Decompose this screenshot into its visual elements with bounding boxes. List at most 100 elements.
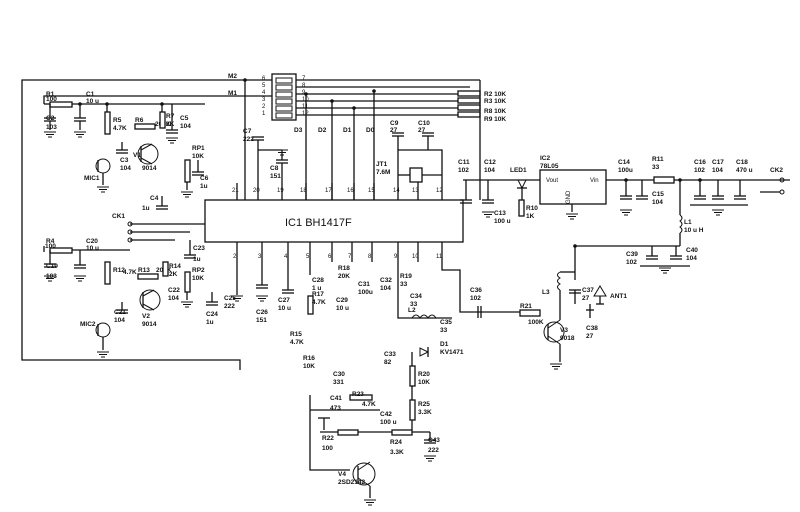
svg-text:33: 33: [440, 327, 448, 334]
svg-text:16: 16: [347, 188, 354, 194]
svg-text:C35: C35: [440, 319, 452, 326]
svg-text:17: 17: [325, 188, 332, 194]
svg-text:C13: C13: [494, 210, 506, 217]
svg-text:C29: C29: [336, 297, 348, 304]
svg-text:R21: R21: [520, 303, 532, 310]
svg-text:9: 9: [302, 90, 306, 96]
svg-text:7: 7: [348, 254, 352, 260]
switch-m2-label: M2: [228, 73, 237, 80]
svg-text:9014: 9014: [142, 165, 157, 172]
svg-text:100 u: 100 u: [494, 218, 511, 225]
svg-text:2K: 2K: [169, 271, 178, 278]
svg-text:7: 7: [302, 76, 306, 82]
svg-text:V3: V3: [560, 327, 568, 334]
svg-text:IC2: IC2: [540, 155, 551, 162]
svg-text:4.7K: 4.7K: [113, 125, 127, 132]
svg-text:R11: R11: [652, 156, 664, 163]
svg-text:10 u: 10 u: [278, 305, 291, 312]
svg-text:27: 27: [582, 295, 590, 302]
svg-text:MIC2: MIC2: [80, 321, 96, 328]
svg-text:R6: R6: [135, 117, 144, 124]
data-line-d2: D2: [318, 127, 327, 134]
svg-text:R17: R17: [312, 291, 324, 298]
svg-text:1u: 1u: [193, 256, 201, 263]
svg-text:222: 222: [428, 447, 439, 454]
svg-text:C14: C14: [618, 159, 630, 166]
svg-text:R3 10K: R3 10K: [484, 98, 506, 105]
svg-text:473: 473: [330, 405, 341, 412]
svg-text:10K: 10K: [303, 363, 315, 370]
svg-text:R18: R18: [338, 265, 350, 272]
svg-text:C30: C30: [333, 371, 345, 378]
svg-text:R25: R25: [418, 401, 430, 408]
svg-text:82: 82: [384, 359, 392, 366]
svg-text:10 u: 10 u: [86, 98, 99, 105]
svg-text:C5: C5: [180, 115, 189, 122]
ck1-jack: CK1: [112, 213, 205, 243]
ic1-pin-caps: C7 222 C8 151 C25 222 C26 151 C27 10 u C…: [224, 128, 422, 386]
svg-text:100: 100: [322, 445, 333, 452]
svg-text:C23: C23: [193, 245, 205, 252]
svg-text:C25: C25: [224, 295, 236, 302]
svg-text:LED1: LED1: [510, 167, 527, 174]
svg-text:33: 33: [410, 301, 418, 308]
svg-text:27: 27: [390, 127, 398, 134]
svg-text:104: 104: [168, 295, 179, 302]
svg-text:L3: L3: [542, 289, 550, 296]
svg-text:L2: L2: [408, 307, 416, 314]
svg-text:4.7K: 4.7K: [312, 299, 326, 306]
svg-text:1u: 1u: [142, 205, 150, 212]
svg-text:3.3K: 3.3K: [390, 449, 404, 456]
junction-dots: [78, 78, 702, 248]
svg-text:19: 19: [277, 188, 284, 194]
svg-text:6: 6: [262, 76, 266, 82]
rf-stage: C36 102 R21 100K V3 9018 L3 C37 27 C38 2…: [441, 246, 627, 370]
svg-text:15: 15: [368, 188, 375, 194]
svg-text:RP2: RP2: [192, 267, 205, 274]
svg-text:C41: C41: [330, 395, 342, 402]
svg-text:12: 12: [436, 188, 443, 194]
svg-text:RP1: RP1: [192, 145, 205, 152]
svg-text:10K: 10K: [418, 379, 430, 386]
svg-text:R20: R20: [418, 371, 430, 378]
svg-text:104: 104: [686, 255, 697, 262]
svg-text:104: 104: [652, 199, 663, 206]
svg-text:C39: C39: [626, 251, 638, 258]
svg-text:6: 6: [328, 254, 332, 260]
svg-text:ANT1: ANT1: [610, 293, 627, 300]
svg-text:C42: C42: [380, 411, 392, 418]
svg-text:10 u: 10 u: [86, 245, 99, 252]
svg-text:9018: 9018: [560, 335, 575, 342]
svg-text:GND: GND: [566, 190, 572, 204]
svg-text:C7: C7: [243, 128, 252, 135]
svg-text:104: 104: [114, 317, 125, 324]
svg-text:100u: 100u: [358, 289, 373, 296]
svg-text:151: 151: [270, 173, 281, 180]
svg-text:C24: C24: [206, 311, 218, 318]
svg-text:104: 104: [120, 165, 131, 172]
svg-text:C4: C4: [150, 195, 159, 202]
svg-text:11: 11: [436, 254, 443, 260]
svg-text:1 u: 1 u: [312, 285, 321, 292]
svg-text:102: 102: [458, 167, 469, 174]
svg-text:C27: C27: [278, 297, 290, 304]
svg-text:C38: C38: [586, 325, 598, 332]
svg-text:C28: C28: [312, 277, 324, 284]
svg-text:151: 151: [256, 317, 267, 324]
svg-text:9014: 9014: [142, 321, 157, 328]
svg-text:D1: D1: [440, 341, 449, 348]
svg-text:R22: R22: [322, 435, 334, 442]
svg-text:2SD2142: 2SD2142: [338, 479, 365, 486]
svg-text:CK1: CK1: [112, 213, 125, 220]
svg-text:10K: 10K: [192, 153, 204, 160]
svg-text:3: 3: [258, 254, 262, 260]
svg-text:R4: R4: [46, 238, 55, 245]
svg-text:R23: R23: [352, 391, 364, 398]
svg-text:8: 8: [302, 83, 306, 89]
svg-text:4.7K: 4.7K: [362, 401, 376, 408]
svg-text:R14: R14: [169, 263, 181, 270]
svg-text:Vout: Vout: [546, 178, 558, 184]
svg-text:C1: C1: [86, 91, 95, 98]
svg-text:C19: C19: [46, 263, 58, 270]
svg-text:C9: C9: [390, 120, 399, 127]
